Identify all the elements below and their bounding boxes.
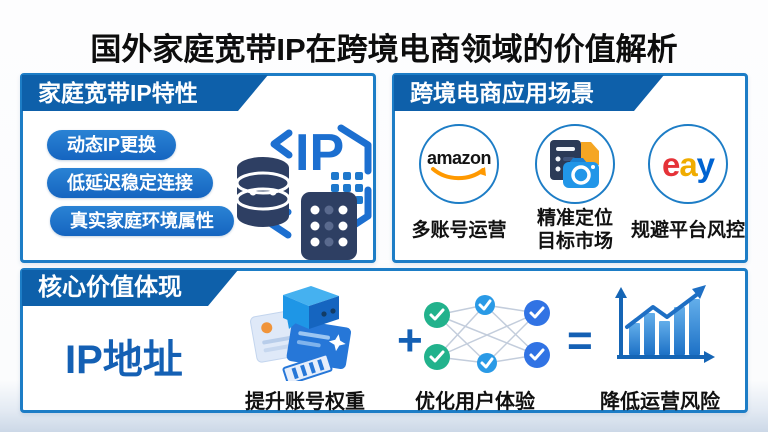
eay-letter-e: e xyxy=(661,145,680,183)
ticket-icon xyxy=(282,353,333,385)
document-icon xyxy=(581,142,599,165)
account-cards-icon xyxy=(245,281,361,386)
scenario-label-multi-account: 多账号运营 xyxy=(411,220,507,241)
chart-bars xyxy=(629,299,700,355)
message-box-icon xyxy=(283,286,339,329)
scenario-label-target-market: 精准定位 目标市场 xyxy=(537,207,613,253)
value-label-risk-reduction: 降低运营风险 xyxy=(600,391,720,413)
amazon-logo-circle: amazon xyxy=(419,124,499,204)
feature-pill-real-home: 真实家庭环境属性 xyxy=(50,206,234,236)
database-icon xyxy=(235,157,291,227)
chevron-left-icon xyxy=(270,129,293,159)
eay-logo-circle: eay xyxy=(648,124,728,204)
panel-header-core-value: 核心价值体现 xyxy=(22,270,238,306)
panel-header-features: 家庭宽带IP特性 xyxy=(22,75,268,111)
trend-line xyxy=(625,285,706,329)
feature-pill-low-latency: 低延迟稳定连接 xyxy=(47,168,213,198)
panel-header-scenarios: 跨境电商应用场景 xyxy=(394,75,664,111)
plus-sign: + xyxy=(397,316,423,365)
target-label-line2: 目标市场 xyxy=(536,231,614,252)
value-label-account-weight: 提升账号权重 xyxy=(245,391,365,413)
equals-sign: = xyxy=(567,316,593,365)
target-market-circle xyxy=(535,124,615,204)
amazon-smile-icon xyxy=(431,167,486,181)
growth-chart-icon xyxy=(607,283,719,380)
scenario-label-risk-avoidance: 规避平台风控 xyxy=(630,220,746,241)
server-device-icon xyxy=(301,192,357,260)
server-camera-icon xyxy=(550,140,599,188)
panel-ecommerce-scenarios: 跨境电商应用场景 amazon eay 多账 xyxy=(392,73,748,263)
target-label-line1: 精准定位 xyxy=(536,208,614,229)
eay-logo: eay xyxy=(661,145,715,183)
eay-letter-y: y xyxy=(696,145,715,183)
ip-address-text: IP地址 xyxy=(65,338,183,382)
ip-network-icon: IP xyxy=(227,116,379,269)
value-label-user-experience: 优化用户体验 xyxy=(415,391,535,413)
amazon-text: amazon xyxy=(426,148,492,168)
amazon-logo: amazon xyxy=(426,148,492,184)
panel-core-value: 核心价值体现 IP地址 xyxy=(20,268,748,413)
eay-letter-a: a xyxy=(679,145,697,183)
panel-home-broadband-features: 家庭宽带IP特性 动态IP更换 低延迟稳定连接 真实家庭环境属性 IP xyxy=(20,73,376,263)
bonus-card-icon xyxy=(286,319,352,370)
check-nodes xyxy=(424,295,550,373)
network-nodes-icon xyxy=(421,293,553,384)
chart-axes xyxy=(615,287,715,363)
feature-pill-dynamic-ip: 动态IP更换 xyxy=(47,130,177,160)
camera-icon xyxy=(563,158,599,188)
page-title: 国外家庭宽带IP在跨境电商领域的价值解析 xyxy=(90,32,678,67)
